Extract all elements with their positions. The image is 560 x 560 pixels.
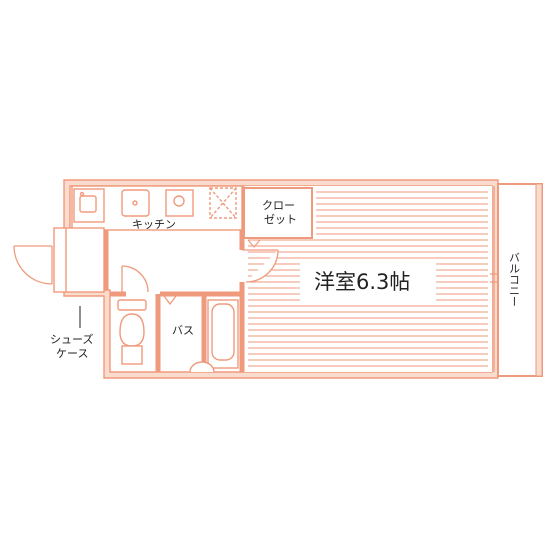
room-door-swing [245, 249, 279, 283]
washer-knob [79, 191, 85, 197]
label-bath: バス [172, 324, 194, 337]
toilet-tank [117, 299, 147, 311]
fridge-cross-1 [209, 187, 237, 219]
entrance-door-swing [13, 245, 53, 285]
toilet-base [121, 345, 143, 365]
bathtub-inner [211, 303, 235, 361]
shoe-case [53, 227, 105, 328]
label-closet-line1: クロー [262, 199, 295, 212]
label-kitchen: キッチン [132, 218, 176, 231]
stove-burner [173, 195, 185, 207]
bath-door-mark [163, 295, 177, 306]
basin [189, 361, 215, 373]
floor-hatching [248, 191, 488, 367]
balcony-window [490, 186, 498, 372]
doors [13, 245, 279, 306]
bath-door [163, 295, 177, 306]
shoe-case-box [53, 227, 105, 293]
label-western-room: 洋室6.3帖 [314, 270, 410, 294]
label-closet-line2: ゼット [264, 213, 297, 226]
entrance-door [13, 245, 53, 285]
sink-drain [132, 200, 138, 206]
closet-door-mark [247, 239, 261, 248]
bathtub [189, 299, 239, 373]
balcony-railing [535, 183, 543, 377]
kitchen-counter [71, 185, 243, 231]
label-shoe-case-line2: ケース [56, 347, 88, 360]
washer-drum [79, 195, 97, 213]
toilet-door-swing [121, 265, 149, 293]
room-door [242, 249, 279, 283]
label-balcony: バルコニー [508, 252, 521, 307]
closet [243, 187, 313, 248]
toilet-door [121, 265, 149, 293]
toilet-bowl [119, 313, 145, 347]
room-label-bg [300, 260, 436, 302]
fridge-cross-2 [209, 187, 237, 219]
label-shoe-case-line1: シューズ [50, 332, 93, 346]
closet-box [243, 187, 313, 239]
western-room [242, 186, 492, 372]
toilet [117, 299, 147, 365]
balcony-area [497, 183, 543, 377]
